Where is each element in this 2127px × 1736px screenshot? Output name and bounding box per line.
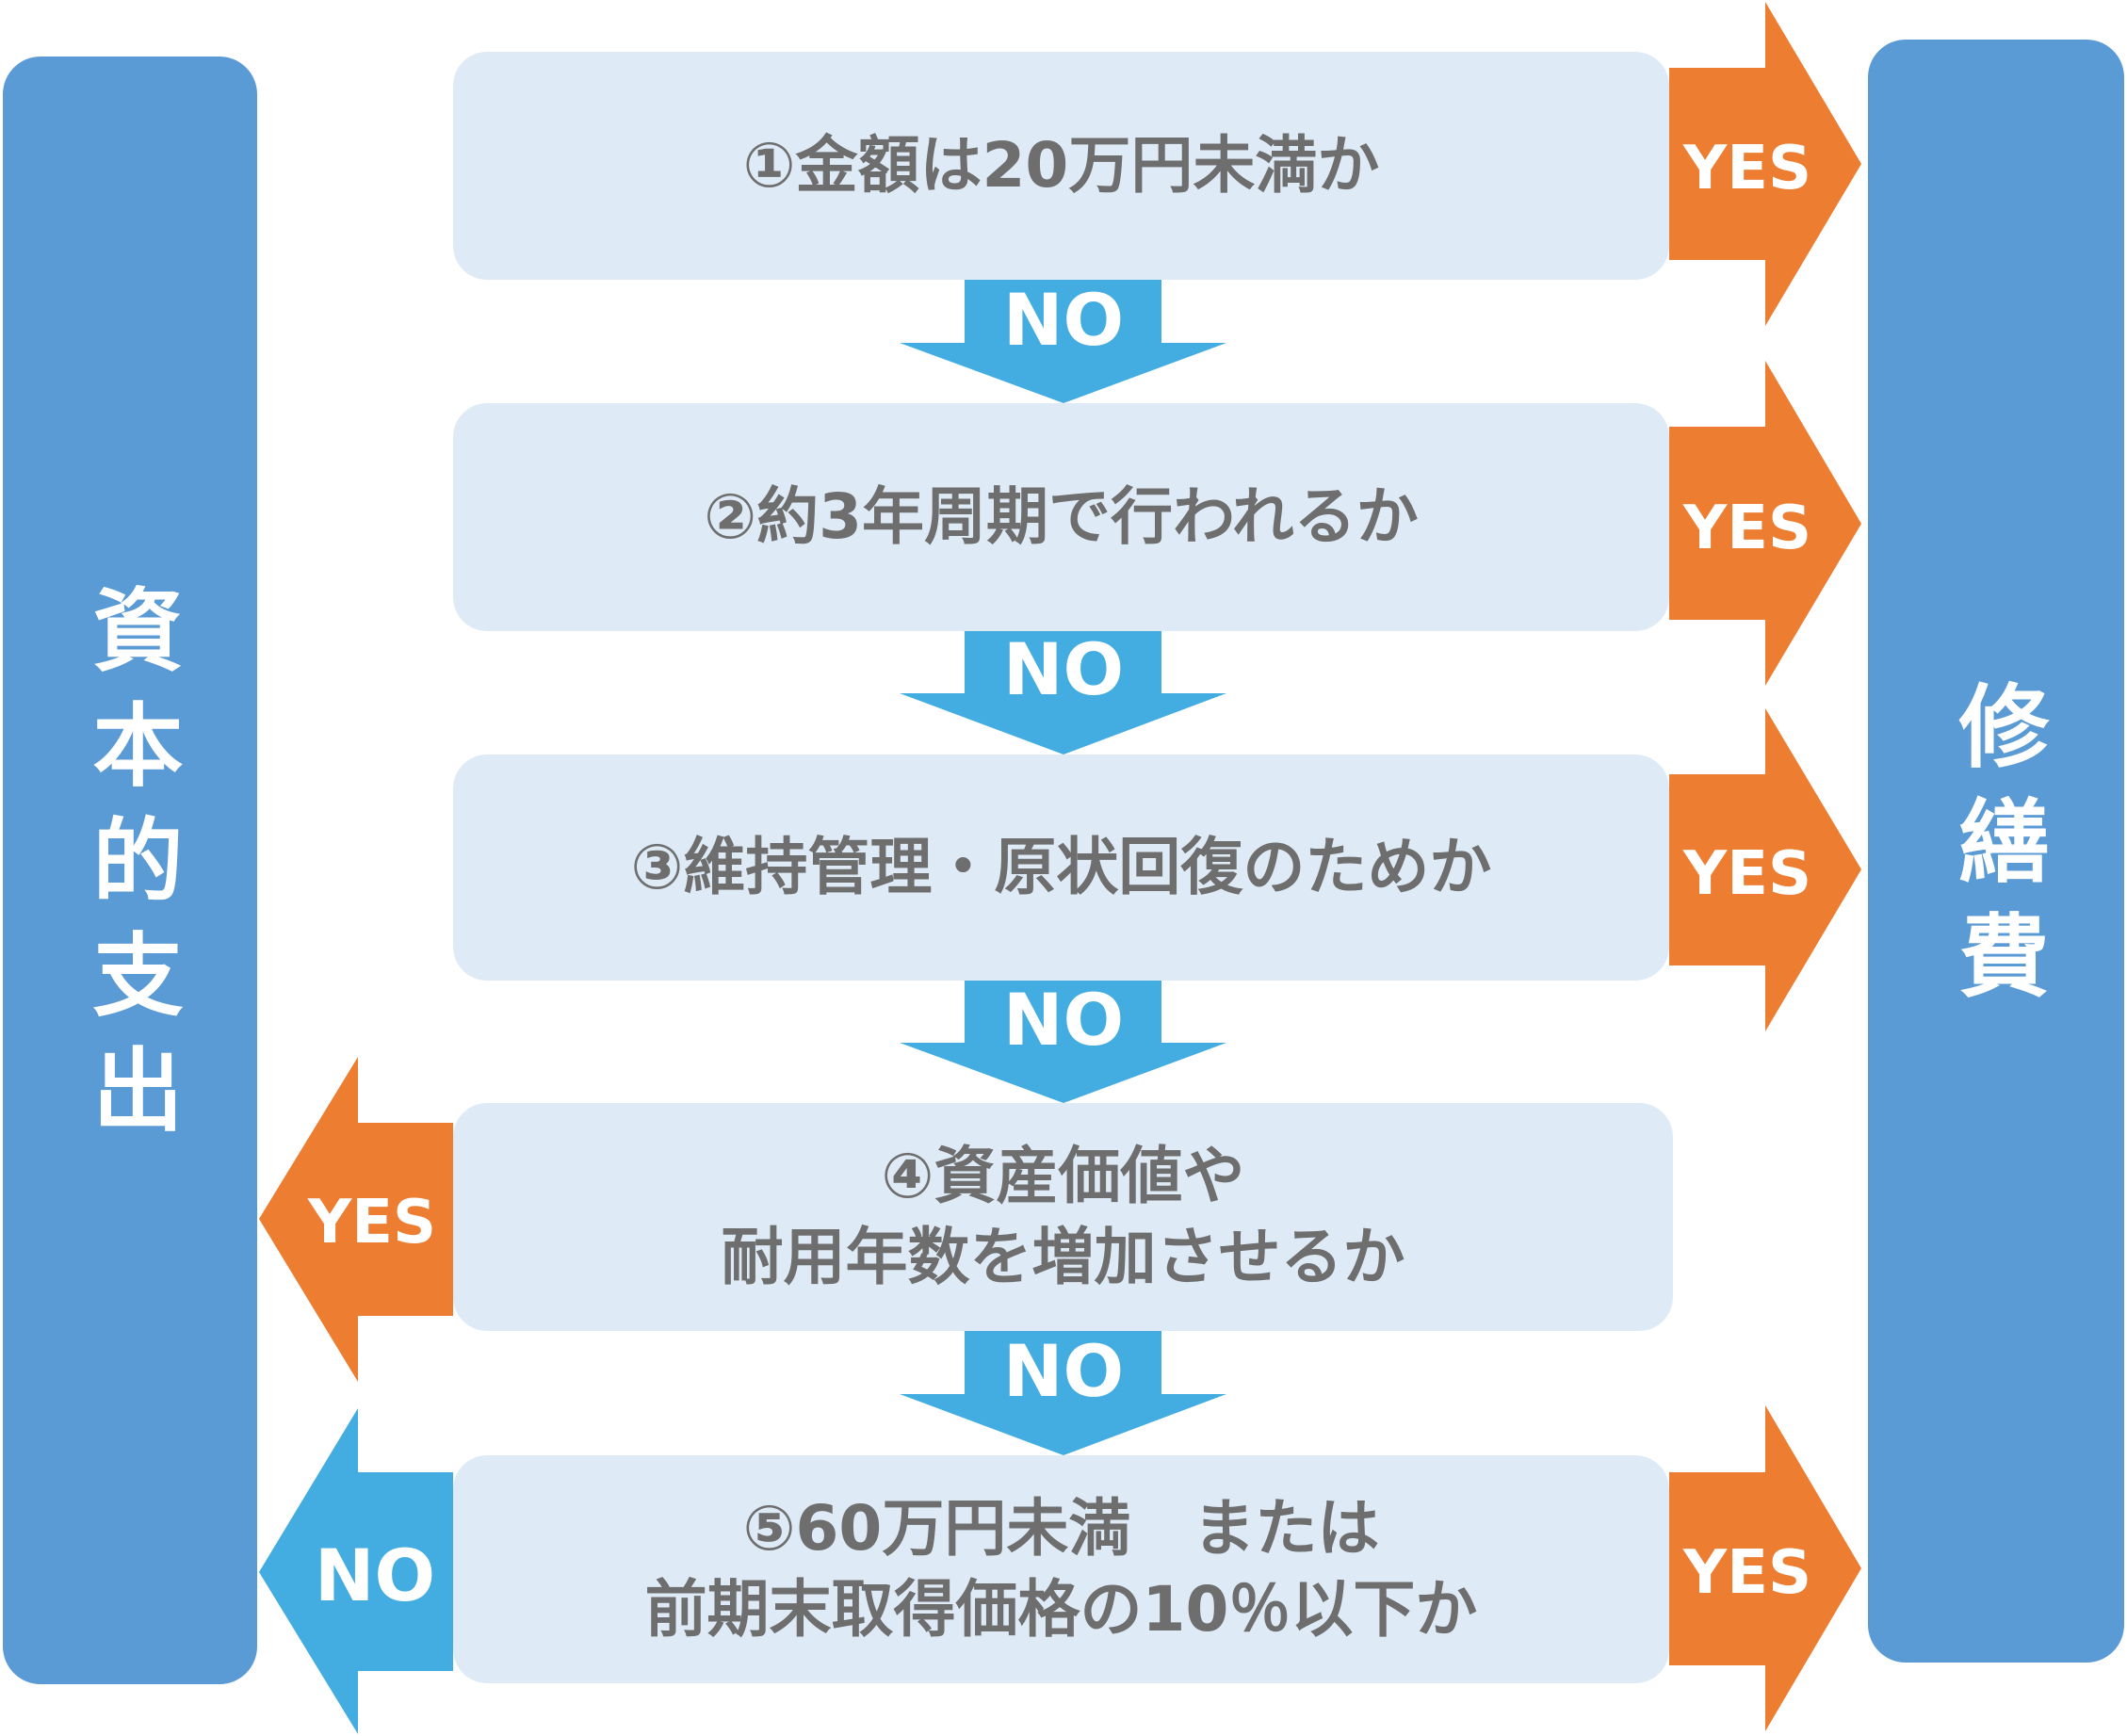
no-arrow-down-1: NO [900,278,1226,403]
yes-arrow-right-2-shape [1669,361,1861,686]
no-arrow-left-5-shape [259,1408,453,1734]
question-box-3: ③維持管理・原状回復のためか [453,754,1669,981]
no-arrow-down-4-label: NO [1003,1329,1124,1413]
yes-arrow-right-1: YES [1669,2,1861,326]
yes-arrow-right-3-label: YES [1682,839,1811,909]
question-box-2: ②約3年周期で行われるか [453,403,1669,631]
no-arrow-left-5: NO [259,1408,453,1734]
question-2-text: ②約3年周期で行われるか [704,477,1419,558]
repair-cost-column: 修繕費 [1868,40,2124,1663]
question-2-line-1: ②約3年周期で行われるか [704,480,1419,554]
yes-arrow-right-1-shape [1669,2,1861,326]
yes-arrow-left-4: YES [259,1057,453,1382]
question-5-line-2: 前期末取得価格の10％以下か [644,1573,1478,1646]
question-box-1: ①金額は20万円未満か [453,52,1669,280]
yes-arrow-right-5-label: YES [1682,1538,1811,1608]
yes-arrow-right-1-label: YES [1682,134,1811,203]
question-4-line-1: ④資産価値や [881,1140,1245,1213]
no-arrow-down-3-shape [900,981,1226,1103]
question-4-text: ④資産価値や 耐用年数を増加させるか [722,1136,1405,1298]
no-arrow-down-3-label: NO [1003,978,1124,1062]
question-5-line-1: ⑤60万円未満 または [742,1492,1380,1566]
no-arrow-down-2-shape [900,631,1226,754]
yes-arrow-right-3-shape [1669,708,1861,1031]
question-1-text: ①金額は20万円未満か [743,125,1380,206]
capital-expenditure-label: 資本的支出 [77,583,183,1158]
question-4-line-2: 耐用年数を増加させるか [721,1221,1405,1293]
no-arrow-down-3: NO [900,978,1226,1103]
capital-expenditure-column: 資本的支出 [3,57,257,1684]
question-5-text: ⑤60万円未満 または 前期末取得価格の10％以下か [645,1488,1478,1650]
question-3-line-1: ③維持管理・原状回復のためか [630,831,1492,904]
no-arrow-down-2: NO [900,627,1226,754]
yes-arrow-right-2: YES [1669,361,1861,686]
question-3-text: ③維持管理・原状回復のためか [631,827,1492,908]
no-arrow-down-4-shape [900,1331,1226,1455]
no-arrow-down-1-label: NO [1003,278,1124,362]
question-box-5: ⑤60万円未満 または 前期末取得価格の10％以下か [453,1455,1669,1683]
no-arrow-down-2-label: NO [1003,627,1124,711]
yes-arrow-right-3: YES [1669,708,1861,1031]
repair-cost-label: 修繕費 [1943,678,2049,1024]
yes-arrow-right-2-label: YES [1682,494,1811,563]
no-arrow-left-5-label: NO [315,1533,435,1617]
question-1-line-1: ①金額は20万円未満か [742,129,1380,203]
no-arrow-down-4: NO [900,1329,1226,1455]
no-arrow-down-1-shape [900,280,1226,403]
question-box-4: ④資産価値や 耐用年数を増加させるか [453,1103,1673,1331]
yes-arrow-left-4-label: YES [307,1188,436,1257]
yes-arrow-right-5-shape [1669,1405,1861,1731]
yes-arrow-left-4-shape [259,1057,453,1382]
yes-arrow-right-5: YES [1669,1405,1861,1731]
